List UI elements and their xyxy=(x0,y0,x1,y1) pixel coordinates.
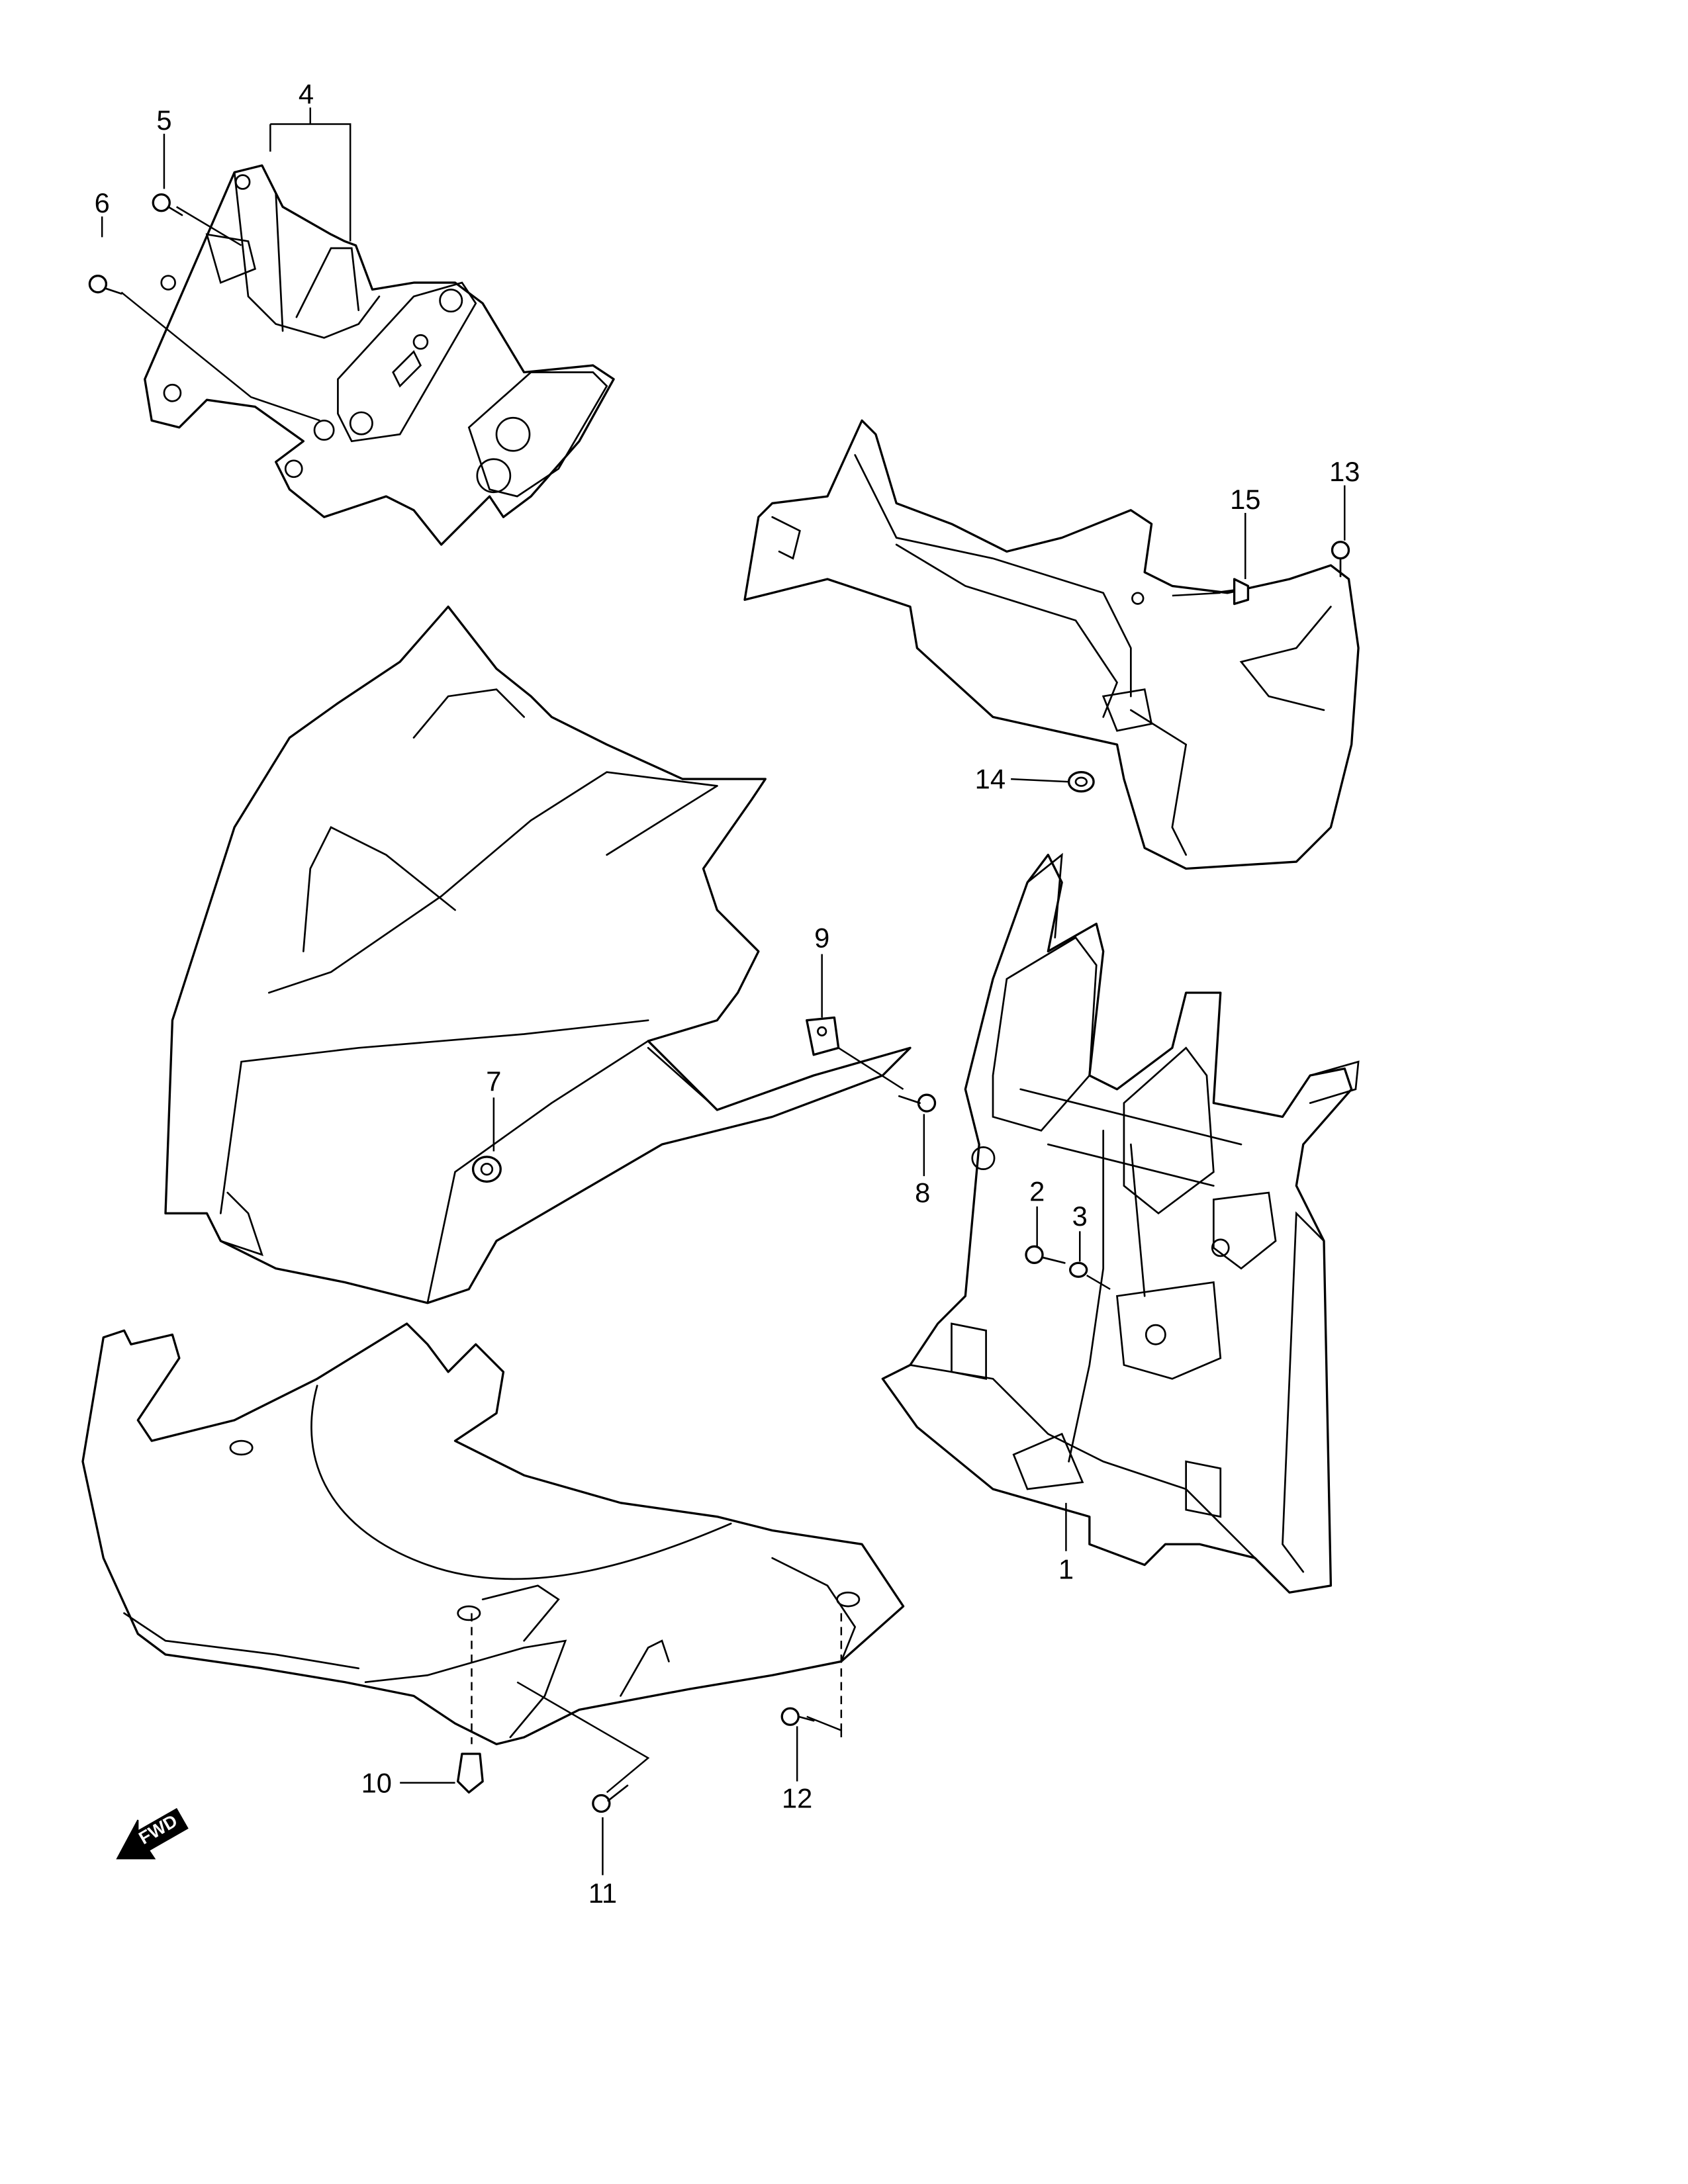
nut-part-14 xyxy=(1067,771,1095,793)
callout-4: 4 xyxy=(299,78,314,109)
lower-cowling xyxy=(81,1322,905,1746)
callout-13: 13 xyxy=(1329,456,1360,487)
grommet-part-7 xyxy=(471,1156,502,1183)
clip-part-15 xyxy=(1212,578,1250,606)
meter-bracket-part-4 xyxy=(144,164,615,546)
screw-part-8 xyxy=(898,1093,937,1113)
upper-cowling xyxy=(164,606,912,1304)
callout-10: 10 xyxy=(361,1767,392,1798)
nut-clip-part-9 xyxy=(806,1016,840,1056)
washer-part-3 xyxy=(1069,1261,1088,1278)
clip-part-10 xyxy=(457,1752,484,1794)
screw-part-13 xyxy=(1331,541,1350,578)
callout-1: 1 xyxy=(1058,1553,1074,1584)
cowling-brace-part-1 xyxy=(881,852,1360,1594)
callout-9: 9 xyxy=(814,922,829,953)
clip-part-12 xyxy=(780,1707,815,1726)
fwd-arrow-icon: FWD xyxy=(116,1807,189,1860)
callout-12: 12 xyxy=(782,1782,812,1813)
callout-3: 3 xyxy=(1072,1201,1088,1232)
callout-14: 14 xyxy=(975,764,1006,795)
callout-15: 15 xyxy=(1230,484,1260,515)
inner-cowling-upper xyxy=(743,419,1360,870)
screw-part-11 xyxy=(592,1784,629,1813)
callout-2: 2 xyxy=(1029,1176,1045,1207)
screw-part-5 xyxy=(152,193,183,216)
callout-11: 11 xyxy=(588,1878,617,1909)
bolt-part-2 xyxy=(1025,1245,1066,1265)
callout-5: 5 xyxy=(156,105,171,136)
callout-7: 7 xyxy=(486,1066,501,1097)
callout-8: 8 xyxy=(915,1177,930,1208)
screw-part-6 xyxy=(88,275,122,295)
callout-6: 6 xyxy=(95,187,110,218)
